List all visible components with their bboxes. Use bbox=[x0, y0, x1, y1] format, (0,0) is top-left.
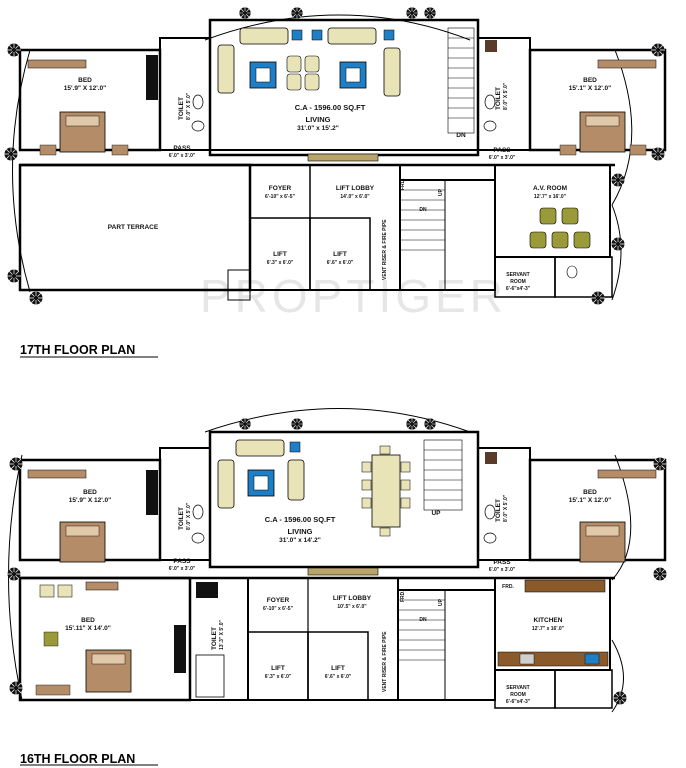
dn16-label: DN bbox=[419, 617, 427, 623]
toilet-right-label: TOILET bbox=[495, 87, 502, 110]
lift-lobby-dim: 14'.0" x 6'.0" bbox=[340, 194, 370, 200]
floor-16-title: 16TH FLOOR PLAN bbox=[20, 752, 135, 766]
toilet-right-dim: 8'.0" X 5'.0" bbox=[503, 82, 509, 110]
living-furniture-17 bbox=[217, 27, 401, 162]
kitchen-dim: 12'.7" x 16'.0" bbox=[532, 626, 565, 632]
toilet16-lower-label: TOILET bbox=[211, 627, 218, 650]
pass16-left-label: PASS bbox=[173, 558, 191, 565]
terrace-label: PART TERRACE bbox=[108, 224, 159, 231]
servant-room-label: ROOM bbox=[510, 279, 526, 285]
lift1-label: LIFT bbox=[273, 251, 287, 258]
bed16-right-dim: 15'.1" X 12'.0" bbox=[569, 497, 612, 504]
toilet16-left-dim: 8'.0" X 5'.0" bbox=[186, 502, 192, 530]
bed-furniture-16-lower bbox=[35, 581, 186, 696]
living16-label: LIVING bbox=[287, 527, 312, 536]
dn-label: DN bbox=[419, 207, 427, 213]
bed-furniture-17-left bbox=[27, 55, 158, 156]
frd16-kitchen-label: FRD. bbox=[502, 584, 514, 590]
bed-left-label: BED bbox=[78, 77, 92, 84]
av-chairs-17 bbox=[529, 207, 591, 249]
toilet-left-dim: 8'.0" X 5'.0" bbox=[186, 92, 192, 120]
lift16-1-dim: 6'.3" x 6'.0" bbox=[265, 674, 292, 680]
living-furniture-16 bbox=[217, 439, 411, 576]
lift2-label: LIFT bbox=[333, 251, 347, 258]
living16-dim: 31'.0" x 14'.2" bbox=[279, 537, 321, 544]
stair-17-upper bbox=[447, 27, 475, 134]
bed16-left-dim: 15'.9" X 12'.0" bbox=[69, 497, 112, 504]
lift16-2-label: LIFT bbox=[331, 665, 345, 672]
floor-17-plan bbox=[3, 6, 667, 306]
vent16-label: VENT RISER & FIRE PIPE bbox=[382, 631, 388, 692]
lift-lobby-label: LIFT LOBBY bbox=[336, 185, 375, 192]
foyer-label: FOYER bbox=[269, 185, 292, 192]
frd16-stair-label: FRD. bbox=[400, 590, 406, 602]
toilet16-lower-dim: 13'.3" X 5'.0" bbox=[219, 619, 225, 650]
foyer16-dim: 6'-10" x 6'-5" bbox=[263, 606, 294, 612]
av-room-label: A.V. ROOM bbox=[533, 185, 567, 192]
bed-furniture-17-right bbox=[559, 59, 657, 156]
stair16-up-label: UP bbox=[431, 510, 441, 517]
living-area-label: C.A - 1596.00 SQ.FT bbox=[295, 103, 366, 112]
servant16-room-label: ROOM bbox=[510, 692, 526, 698]
servant16-dim: 6'-6"x4'-3" bbox=[506, 699, 531, 705]
bed-furniture-16-right bbox=[579, 469, 657, 563]
servant-label: SERVANT bbox=[506, 272, 529, 278]
bed-right-label: BED bbox=[583, 77, 597, 84]
bed-furniture-16-left bbox=[27, 469, 158, 563]
pass-left-label: PASS bbox=[173, 145, 191, 152]
bed16-lower-dim: 15'.11" X 14'.0" bbox=[65, 625, 111, 632]
toilet16-left-label: TOILET bbox=[178, 507, 185, 530]
up16-label: UP bbox=[438, 598, 444, 606]
pass-left-dim: 6'.0" x 3'.0" bbox=[169, 153, 196, 159]
servant16-label: SERVANT bbox=[506, 685, 529, 691]
foyer-dim: 6'-10" x 6'-5" bbox=[265, 194, 296, 200]
lift-lobby16-dim: 10'.5" x 6'.0" bbox=[337, 604, 367, 610]
bed16-lower-label: BED bbox=[81, 617, 95, 624]
stair-dn-label: DN bbox=[456, 132, 466, 139]
lift2-dim: 6'.6" x 6'.0" bbox=[327, 260, 354, 266]
kitchen-label: KITCHEN bbox=[534, 617, 563, 624]
foyer16-label: FOYER bbox=[267, 597, 290, 604]
av-room-dim: 12'.7" x 16'.0" bbox=[534, 194, 567, 200]
bed-right-dim: 15'.1" X 12'.0" bbox=[569, 85, 612, 92]
toilet-left-label: TOILET bbox=[178, 97, 185, 120]
toilet16-right-label: TOILET bbox=[495, 499, 502, 522]
lift16-2-dim: 6'.6" x 6'.0" bbox=[325, 674, 352, 680]
lift16-1-label: LIFT bbox=[271, 665, 285, 672]
pass16-left-dim: 6'.0" x 3'.0" bbox=[169, 566, 196, 572]
lift1-dim: 6'.3" x 6'.0" bbox=[267, 260, 294, 266]
pass-right-dim: 6'.0" x 3'.0" bbox=[489, 155, 516, 161]
bed-left-dim: 15'.9" X 12'.0" bbox=[64, 85, 107, 92]
floor-16-plan bbox=[6, 408, 668, 713]
living-dim: 31'.0" x 15'.2" bbox=[297, 125, 339, 132]
up-label: UP bbox=[438, 188, 444, 196]
floor-17-labels: BED 15'.9" X 12'.0" BED 15'.1" X 12'.0" … bbox=[64, 77, 612, 292]
bed16-right-label: BED bbox=[583, 489, 597, 496]
servant-dim: 6'-6"x4'-3" bbox=[506, 286, 531, 292]
vent-label: VENT RISER & FIRE PIPE bbox=[382, 219, 388, 280]
toilet16-right-dim: 8'.0" X 5'.0" bbox=[503, 494, 509, 522]
watermark-text: PROPTIGER bbox=[200, 270, 507, 322]
pass16-right-dim: 6'.0" x 3'.0" bbox=[489, 567, 516, 573]
living16-area-label: C.A - 1596.00 SQ.FT bbox=[265, 515, 336, 524]
floor-16-labels: BED 15'.9" X 12'.0" BED 15'.1" X 12'.0" … bbox=[65, 489, 611, 705]
frd-label: FRD. bbox=[400, 178, 406, 190]
living-label: LIVING bbox=[305, 115, 330, 124]
stair-16-upper bbox=[423, 439, 463, 511]
floor-17-title: 17TH FLOOR PLAN bbox=[20, 343, 135, 357]
bed16-left-label: BED bbox=[83, 489, 97, 496]
lift-lobby16-label: LIFT LOBBY bbox=[333, 595, 372, 602]
pass-right-label: PASS bbox=[493, 147, 511, 154]
pass16-right-label: PASS bbox=[493, 559, 511, 566]
